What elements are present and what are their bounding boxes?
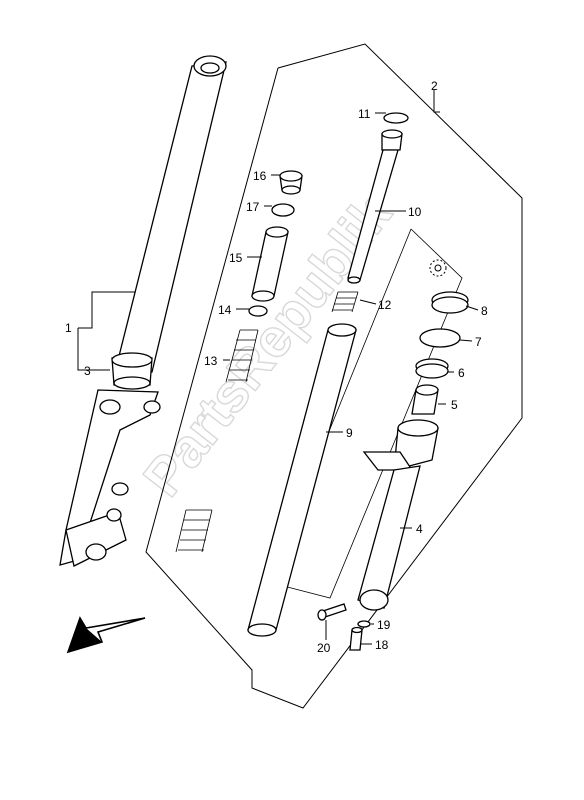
outer-tube-drawing bbox=[357, 419, 439, 611]
spring-drawing bbox=[175, 329, 259, 553]
leader-lines bbox=[77, 90, 479, 645]
callout-17: 17 bbox=[246, 200, 260, 214]
callout-11: 11 bbox=[358, 107, 371, 121]
callout-9: 9 bbox=[346, 426, 353, 440]
bolt-set-drawing bbox=[317, 603, 371, 651]
callout-3: 3 bbox=[84, 364, 91, 378]
seal-set-drawing bbox=[411, 291, 469, 415]
damper-rod-drawing bbox=[347, 112, 409, 284]
callout-16: 16 bbox=[253, 169, 267, 183]
callout-5: 5 bbox=[451, 398, 458, 412]
cap-bolt-drawing bbox=[271, 170, 303, 217]
spacer-drawing bbox=[251, 226, 289, 302]
callout-8: 8 bbox=[481, 304, 488, 318]
callout-12: 12 bbox=[378, 298, 392, 312]
rebound-spring-drawing bbox=[331, 291, 359, 313]
assembly-outline bbox=[145, 43, 523, 709]
callout-1: 1 bbox=[65, 321, 72, 335]
inner-tube-drawing bbox=[247, 323, 357, 637]
callout-7: 7 bbox=[475, 335, 482, 349]
callouts: 1 2 3 4 5 6 7 8 9 10 11 12 13 14 15 16 1… bbox=[65, 79, 488, 655]
callout-2: 2 bbox=[431, 79, 438, 93]
callout-14: 14 bbox=[218, 303, 232, 317]
callout-20: 20 bbox=[317, 641, 331, 655]
callout-13: 13 bbox=[204, 354, 218, 368]
callout-15: 15 bbox=[229, 251, 243, 265]
front-direction-arrow-icon bbox=[66, 616, 146, 654]
callout-10: 10 bbox=[408, 205, 422, 219]
callout-4: 4 bbox=[416, 522, 423, 536]
callout-18: 18 bbox=[375, 638, 389, 652]
callout-19: 19 bbox=[377, 618, 391, 632]
callout-6: 6 bbox=[458, 366, 465, 380]
washer-drawing bbox=[248, 305, 268, 317]
gear-icon bbox=[429, 259, 447, 277]
fork-assembly-drawing bbox=[59, 55, 227, 567]
